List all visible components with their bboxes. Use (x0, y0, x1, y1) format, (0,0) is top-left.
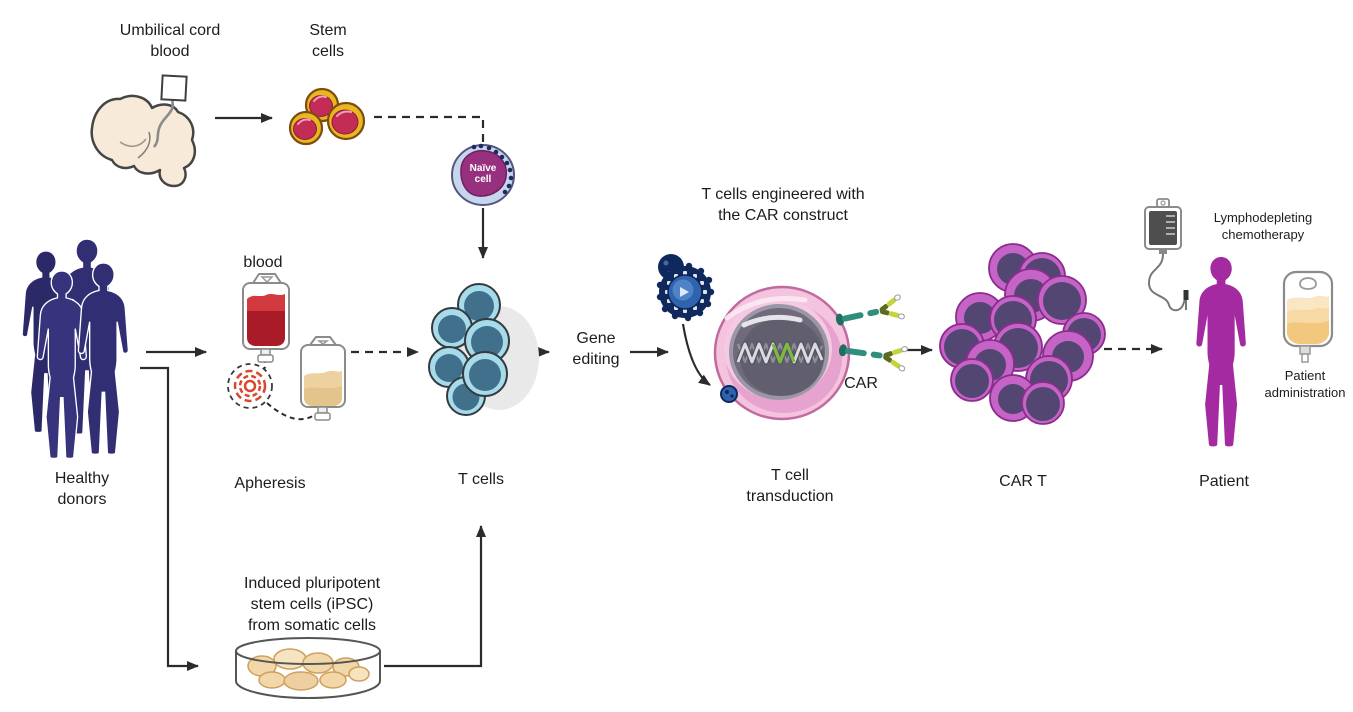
label-gene-editing: Gene editing (572, 330, 620, 368)
fetus-icon (90, 74, 196, 188)
label-t-cells: T cells (458, 471, 504, 488)
label-apheresis: Apheresis (234, 475, 306, 492)
connector-stem-cells-to-naive-cell (374, 115, 485, 142)
label-naive-cell: Naïve cell (469, 163, 497, 186)
label-ipsc: Induced pluripotent stem cells (iPSC) fr… (243, 575, 381, 634)
viral-vector-icon (656, 254, 715, 322)
label-car: CAR (844, 375, 878, 392)
arrow-virus-into-cell (681, 323, 711, 386)
arrow-ipsc-to-t-cells (384, 525, 486, 668)
label-patient-administration: Patient administration (1264, 368, 1346, 400)
connector-donors-to-ipsc (140, 366, 199, 671)
car-receptor-icon (838, 344, 908, 372)
label-t-cell-transduction: T cell transduction (746, 467, 834, 505)
blood-bag-icon (242, 273, 290, 363)
naive-cell-icon (451, 143, 515, 206)
car-t-cluster-icon (939, 243, 1106, 425)
chemo-bag-icon (1144, 198, 1189, 312)
dna-icon (735, 341, 825, 365)
label-blood: blood (243, 254, 283, 271)
t-cells-icon (428, 283, 539, 416)
transduced-t-cell-icon (713, 285, 908, 421)
healthy-donors-icon (21, 238, 130, 460)
petri-dish-icon (235, 637, 381, 700)
connector-centrifuge-to-plasma (266, 402, 317, 421)
plasma-bag-icon (300, 336, 346, 421)
patient-icon (1196, 257, 1246, 447)
label-umbilical-cord-blood: Umbilical cord blood (119, 22, 221, 60)
ipsc-cells-icon (247, 648, 370, 691)
stem-cells-icon (288, 87, 366, 146)
centrifuge-icon (227, 363, 273, 409)
entering-vector-icon (720, 385, 738, 403)
label-healthy-donors: Healthy donors (54, 470, 110, 508)
label-car-t: CAR T (999, 473, 1047, 490)
label-engineered-title: T cells engineered with the CAR construc… (701, 186, 865, 224)
label-patient: Patient (1199, 473, 1249, 490)
label-lymphodepleting-chemotherapy: Lymphodepleting chemotherapy (1213, 210, 1313, 242)
umbilical-cord-icon (152, 99, 175, 148)
iv-tube-icon (1147, 253, 1187, 312)
label-stem-cells: Stem cells (309, 22, 347, 60)
cord-sample-box-icon (160, 74, 188, 102)
car-receptor-icon (835, 294, 905, 326)
infusion-bag-icon (1282, 270, 1334, 363)
